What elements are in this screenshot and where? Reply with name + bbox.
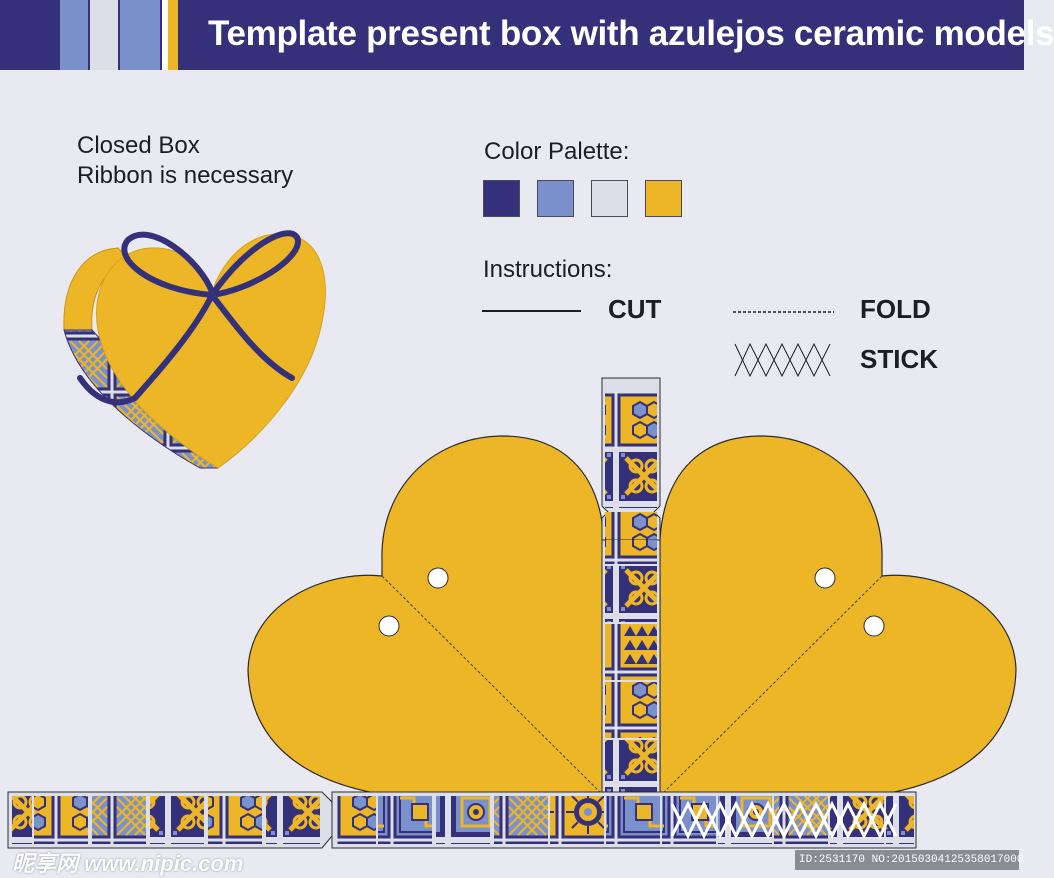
swatch-blue — [537, 180, 574, 217]
closed-heart-box — [63, 230, 326, 469]
header-stripe-blue — [120, 0, 160, 70]
closed-box-label: Closed Box — [77, 132, 200, 159]
fold-label: FOLD — [860, 294, 931, 324]
swatch-pale — [591, 180, 628, 217]
watermark-brand: 昵享网 www.nipic.com — [12, 851, 244, 876]
header-stripe-light — [60, 0, 88, 70]
ribbon-hole — [814, 567, 836, 589]
header-stripe-pale — [90, 0, 118, 70]
template-heart-lobes — [247, 435, 1017, 797]
swatch-navy — [483, 180, 520, 217]
stick-zone — [670, 800, 898, 840]
ribbon-hole — [378, 615, 400, 637]
palette-label: Color Palette: — [484, 138, 630, 165]
vertical-tile-strip — [601, 377, 661, 797]
ribbon-hole — [863, 615, 885, 637]
header-bar: Template present box with azulejos ceram… — [0, 0, 1054, 70]
header-stripe-yellow — [168, 0, 178, 70]
instructions-label: Instructions: — [483, 256, 613, 283]
header-stripe-white — [162, 0, 168, 70]
template-drawing — [7, 230, 1017, 849]
page-title: Template present box with azulejos ceram… — [208, 14, 1054, 53]
ribbon-note: Ribbon is necessary — [77, 162, 294, 189]
bottom-tile-strip — [7, 791, 917, 849]
stick-label: STICK — [860, 344, 938, 374]
ribbon-hole — [427, 567, 449, 589]
cut-label: CUT — [608, 294, 662, 324]
swatch-yellow — [645, 180, 682, 217]
stick-sample — [734, 342, 831, 378]
watermark-id: ID:2531170 NO:20150304125358017000 — [795, 850, 1023, 870]
